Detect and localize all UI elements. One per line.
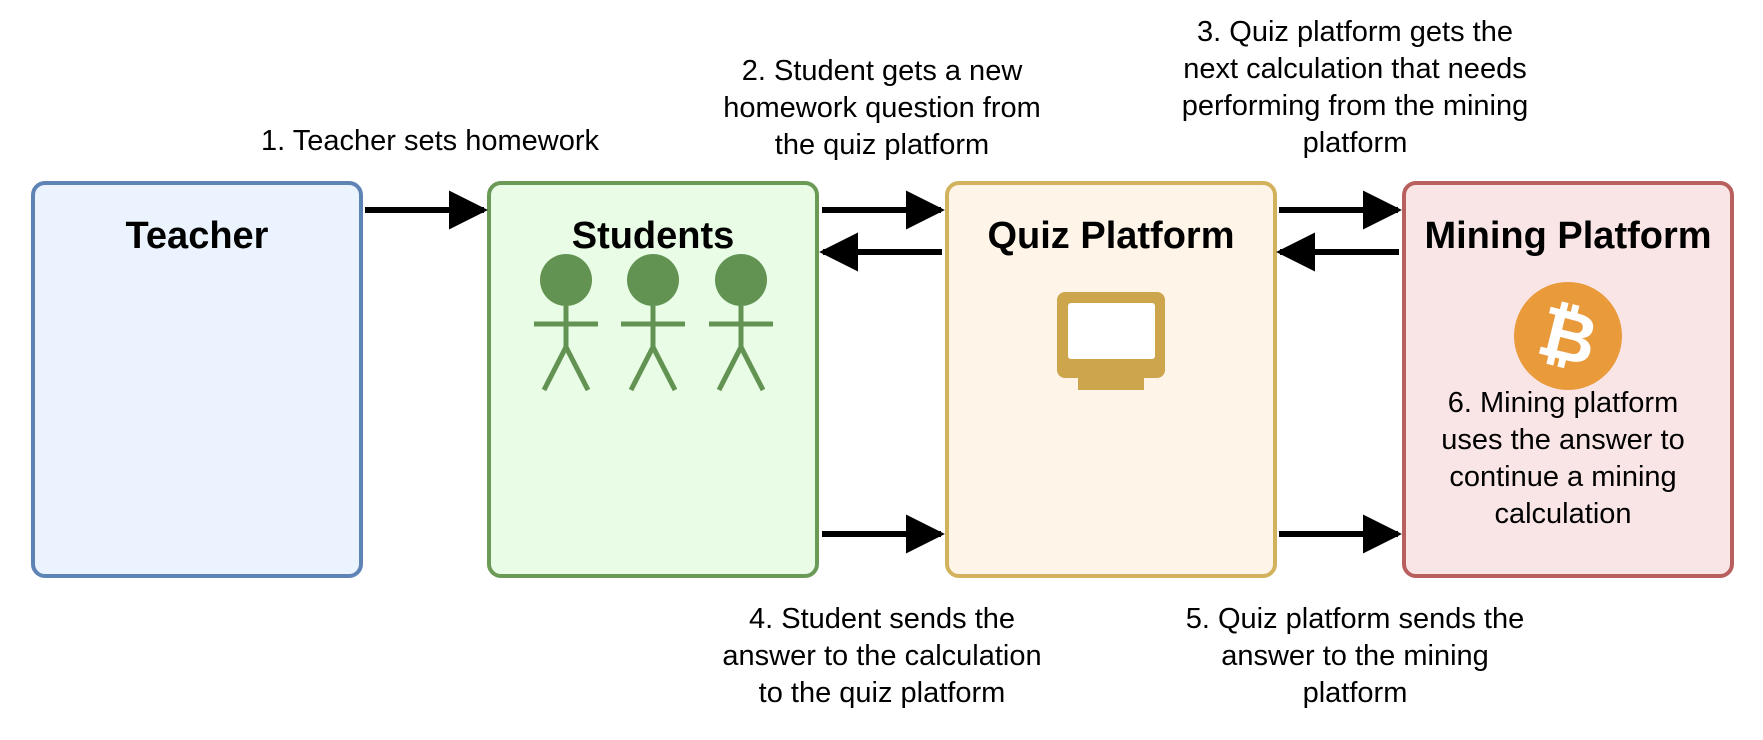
step-label-line: 5. Quiz platform sends the [1186, 603, 1525, 635]
step-label-line: continue a mining [1449, 461, 1676, 493]
quiz-platform-title: Quiz Platform [987, 215, 1234, 257]
step-2-label: 2. Student gets a new homework question f… [723, 55, 1041, 161]
step-6-label: 6. Mining platform uses the answer to cont… [1441, 387, 1684, 530]
arrows [365, 190, 1402, 554]
step-label-line: to the quiz platform [759, 677, 1006, 709]
step-label-line: performing from the mining [1182, 90, 1529, 122]
students-title: Students [572, 215, 735, 257]
step-label-line: calculation [1494, 498, 1631, 530]
step-label-line: 1. Teacher sets homework [261, 125, 599, 157]
step-label-line: platform [1303, 677, 1408, 709]
step-label-line: the quiz platform [775, 129, 989, 161]
step-label-line: platform [1303, 127, 1408, 159]
step-label-line: homework question from [723, 92, 1041, 124]
step-label-line: answer to the calculation [722, 640, 1041, 672]
step-1-label: 1. Teacher sets homework [261, 125, 599, 157]
step-5-label: 5. Quiz platform sends the answer to the … [1186, 603, 1525, 709]
step-3-label: 3. Quiz platform gets the next calculatio… [1182, 16, 1529, 159]
step-label-line: 2. Student gets a new [742, 55, 1024, 87]
step-label-line: answer to the mining [1221, 640, 1489, 672]
step-label-line: uses the answer to [1441, 424, 1684, 456]
step-label-line: 4. Student sends the [749, 603, 1015, 635]
teacher-box [31, 181, 363, 578]
person-icon [621, 254, 685, 392]
person-icon [709, 254, 773, 392]
student-figures [534, 254, 773, 392]
mining-platform-title: Mining Platform [1424, 215, 1711, 257]
teacher-title: Teacher [126, 215, 269, 257]
step-label-line: 6. Mining platform [1448, 387, 1679, 419]
step-label-line: next calculation that needs [1183, 53, 1526, 85]
step-label-line: 3. Quiz platform gets the [1197, 16, 1513, 48]
person-icon [534, 254, 598, 392]
step-4-label: 4. Student sends the answer to the calcul… [722, 603, 1041, 709]
bitcoin-icon: ₿ [1514, 282, 1622, 390]
monitor-icon [1057, 292, 1165, 390]
